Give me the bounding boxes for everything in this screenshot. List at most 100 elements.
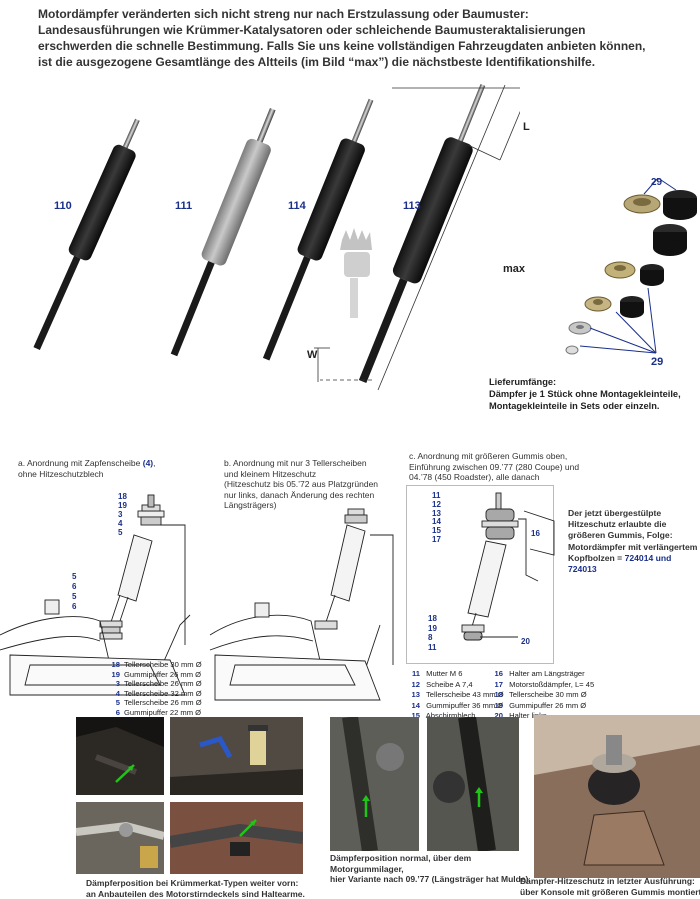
caption-text: b. Anordnung mit nur 3 Tellerscheiben xyxy=(224,458,367,468)
caption-text: Dämpferposition normal, über dem Motorgu… xyxy=(330,853,472,874)
note-line: Motordämpfer mit verlängertem xyxy=(568,541,698,552)
rubber-parts-image xyxy=(565,178,697,355)
damper-110 xyxy=(33,118,140,350)
damper-111 xyxy=(170,107,276,357)
callout-number: 3 xyxy=(118,510,123,519)
dimension-label-w: W xyxy=(307,349,318,361)
photo-engine-7 xyxy=(534,715,700,878)
dimension-label-max: max xyxy=(503,263,526,275)
callout-number: 12 xyxy=(432,499,441,509)
caption-text: und kleinem Hitzeschutz xyxy=(224,468,317,479)
washer-tiny xyxy=(568,321,592,335)
photo-engine-4 xyxy=(170,802,303,874)
rubber-label-29-top: 29 xyxy=(651,177,663,188)
callout-number: 19 xyxy=(428,623,437,633)
nut-tiny xyxy=(565,345,579,355)
diagram-c-frame xyxy=(406,485,554,664)
caption-text: c. Anordnung mit größeren Gummis oben, xyxy=(409,451,568,461)
legend-row: 15 Abschirmblech xyxy=(411,711,476,720)
caption-text: ohne Hitzeschutzblech xyxy=(18,468,104,479)
caption-text: , xyxy=(153,458,156,468)
diagram-c-drawing xyxy=(461,492,555,641)
legend-row: 14 Gummipuffer 36 mm Ø xyxy=(411,700,504,710)
washer-small xyxy=(584,296,612,312)
diagram-b-drawing xyxy=(209,508,394,701)
caption-middle: Dämpferposition normal, über dem Motorgu… xyxy=(330,853,540,885)
dimension-label-l: L xyxy=(523,121,530,133)
note-line: Der jetzt übergestülpte xyxy=(568,508,662,518)
callout-number: 14 xyxy=(432,517,441,527)
part-number: 724013 xyxy=(568,564,597,575)
caption-number: (4) xyxy=(142,458,154,468)
intro-line: Motordämpfer veränderten sich nicht stre… xyxy=(38,7,529,21)
diagram-c-callouts-top: 11 12 13 14 15 17 xyxy=(432,491,441,545)
caption-text: hier Variante nach 09.’77 (Längsträger h… xyxy=(330,874,531,884)
delivery-line: Montagekleinteile in Sets oder einzeln. xyxy=(489,401,660,411)
damper-label-114: 114 xyxy=(288,200,306,212)
diagram-b-caption: b. Anordnung mit nur 3 Tellerscheiben un… xyxy=(224,458,378,511)
washer-medium xyxy=(604,261,636,279)
callout-lines-29 xyxy=(579,178,677,354)
damper-113 xyxy=(358,84,486,384)
part-number: 724014 xyxy=(624,552,654,563)
damper-label-110: 110 xyxy=(54,200,72,212)
diagram-c-caption: c. Anordnung mit größeren Gummis oben, E… xyxy=(409,451,579,483)
diagram-c-callouts-bottom: 18 19 8 11 xyxy=(428,614,437,652)
callout-number: 19 xyxy=(118,501,127,510)
caption-text: über Konsole mit größeren Gummis montier… xyxy=(520,886,700,897)
note-line: Hitzeschutz erlaubte die xyxy=(568,519,667,530)
legend-row: 13 Tellerscheibe 43 mm Ø xyxy=(411,690,504,699)
callout-number: 18 xyxy=(428,614,437,623)
photo-engine-6 xyxy=(427,717,519,851)
callout-number: 17 xyxy=(432,534,441,544)
diagram-c-legend-right: 16 Halter am Längsträger 17 Motorstoßdäm… xyxy=(489,669,595,722)
note-line: größeren Gummis, Folge: xyxy=(568,530,673,541)
photo-engine-1 xyxy=(76,717,164,795)
callout-number: 13 xyxy=(432,508,441,518)
callout-number: 11 xyxy=(432,491,441,500)
callout-number: 6 xyxy=(72,602,77,611)
delivery-info: Lieferumfänge: Dämpfer je 1 Stück ohne M… xyxy=(489,376,681,412)
caption-text: Einführung zwischen 09.’77 (280 Coupe) u… xyxy=(409,461,580,472)
callout-number: 15 xyxy=(432,526,441,536)
caption-text: Längsträgers) xyxy=(224,500,277,510)
callout-number: 8 xyxy=(428,633,433,642)
diagram-a-callouts-top: 18 19 3 4 5 xyxy=(118,492,127,537)
heatshield-note: Der jetzt übergestülpte Hitzeschutz erla… xyxy=(568,508,697,575)
rubber-xsmall xyxy=(620,296,644,318)
photo-engine-5 xyxy=(330,717,419,851)
caption-text: (Hitzeschutz bis 05.’72 aus Platzgründen xyxy=(224,479,379,489)
callout-number: 18 xyxy=(118,492,127,501)
diagram-c-legend-left: 11 Mutter M 6 12 Scheibe A 7,4 13 Teller… xyxy=(406,669,504,722)
callout-number: 6 xyxy=(72,582,77,591)
intro-line: Landesausführungen wie Krümmer-Katalysat… xyxy=(38,23,586,37)
photo-engine-2 xyxy=(170,717,303,795)
rubber-medium xyxy=(653,224,687,256)
damper-lineup-image xyxy=(33,84,520,391)
caption-text: nur links, danach Änderung des rechten xyxy=(224,489,375,500)
callout-number: 5 xyxy=(72,572,77,581)
callout-number: 5 xyxy=(72,592,77,601)
intro-line: erschwerden die schnelle Bestimmung. Fal… xyxy=(38,39,646,53)
diagram-c-callout-20: 20 xyxy=(521,637,530,646)
diagram-a-callouts-bottom: 5 6 5 6 xyxy=(72,572,76,612)
intro-line: ist die ausgezogene Gesamtlänge des Altt… xyxy=(38,55,596,69)
caption-text: Dämpferposition bei Krümmerkat-Typen wei… xyxy=(86,878,299,888)
dimension-lines xyxy=(314,84,520,391)
photo-engine-3 xyxy=(76,802,164,874)
damper-label-113: 113 xyxy=(403,200,421,212)
note-line: Kopfbolzen = xyxy=(568,552,625,563)
washer-large xyxy=(623,194,661,214)
delivery-title: Lieferumfänge: xyxy=(489,377,557,387)
intro-text: Motordämpfer veränderten sich nicht stre… xyxy=(38,6,678,70)
damper-label-111: 111 xyxy=(175,200,193,212)
delivery-line: Dämpfer je 1 Stück ohne Montagekleinteil… xyxy=(489,389,681,399)
legend-row: 12 Scheibe A 7,4 xyxy=(411,679,473,689)
legend-row: 11 Mutter M 6 xyxy=(411,669,463,678)
ghost-damper xyxy=(340,228,372,318)
